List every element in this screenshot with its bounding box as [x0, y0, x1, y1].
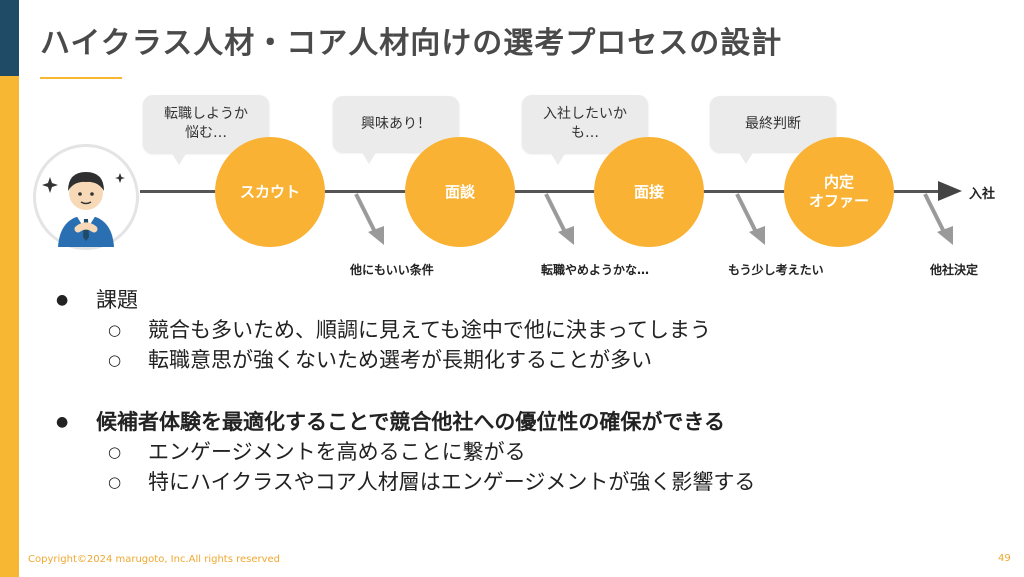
bullet-list: ● 課題 ○ 競合も多いため、順調に見えても途中で他に決まってしまう ○ 転職意… [50, 285, 990, 497]
stage-offer: 内定 オファー [784, 137, 894, 247]
process-timeline [140, 190, 948, 193]
bullet-dot-icon: ● [56, 292, 69, 308]
dropout-label-meeting: 転職やめようかな… [541, 263, 650, 277]
sub-bullet-circle-icon: ○ [108, 321, 122, 339]
dropout-label-scout: 他にもいい条件 [350, 263, 434, 277]
page-number: 49 [998, 553, 1011, 564]
stage-meeting: 面談 [405, 137, 515, 247]
sub-bullet: ○ 転職意思が強くないため選考が長期化することが多い [50, 345, 990, 375]
dropout-label-interview: もう少し考えたい [728, 263, 824, 277]
sidebar-accent-navy [0, 0, 19, 76]
bullet-text: 候補者体験を最適化することで競合他社への優位性の確保ができる [96, 410, 725, 434]
sub-bullet-text: 特にハイクラスやコア人材層はエンゲージメントが強く影響する [148, 470, 756, 494]
sidebar-accent-yellow [0, 76, 19, 577]
sub-bullet: ○ 競合も多いため、順調に見えても途中で他に決まってしまう [50, 315, 990, 345]
dropout-arrow-icon [923, 193, 953, 245]
bullet-dot-icon: ● [56, 414, 69, 430]
timeline-end-label: 入社 [969, 187, 996, 202]
timeline-arrow-icon [938, 181, 962, 201]
sub-bullet: ○ エンゲージメントを高めることに繋がる [50, 437, 990, 467]
bullet-solution: ● 候補者体験を最適化することで競合他社への優位性の確保ができる [50, 407, 990, 437]
dropout-arrow-icon [735, 193, 765, 245]
bubble-interview: 入社したいか も… [522, 95, 648, 165]
sub-bullet-circle-icon: ○ [108, 443, 122, 461]
slide-title: ハイクラス人材・コア人材向けの選考プロセスの設計 [40, 26, 783, 61]
sub-bullet: ○ 特にハイクラスやコア人材層はエンゲージメントが強く影響する [50, 467, 990, 497]
sub-bullet-circle-icon: ○ [108, 473, 122, 491]
dropout-arrow-icon [544, 193, 574, 245]
bullet-issue: ● 課題 [50, 285, 990, 315]
sub-bullet-text: エンゲージメントを高めることに繋がる [148, 440, 526, 464]
candidate-avatar [33, 144, 139, 250]
sub-bullet-text: 競合も多いため、順調に見えても途中で他に決まってしまう [148, 318, 712, 342]
bullet-text: 課題 [96, 288, 138, 312]
sub-bullet-text: 転職意思が強くないため選考が長期化することが多い [148, 348, 652, 372]
copyright-footer: Copyright©2024 marugoto, Inc.All rights … [28, 554, 281, 565]
stage-interview: 面接 [594, 137, 704, 247]
bubble-meeting: 興味あり！ [333, 96, 459, 164]
sub-bullet-circle-icon: ○ [108, 351, 122, 369]
stage-scout: スカウト [215, 137, 325, 247]
title-underline [40, 77, 122, 79]
person-icon [42, 172, 125, 247]
dropout-label-offer: 他社決定 [930, 263, 979, 277]
dropout-arrow-icon [354, 193, 384, 245]
